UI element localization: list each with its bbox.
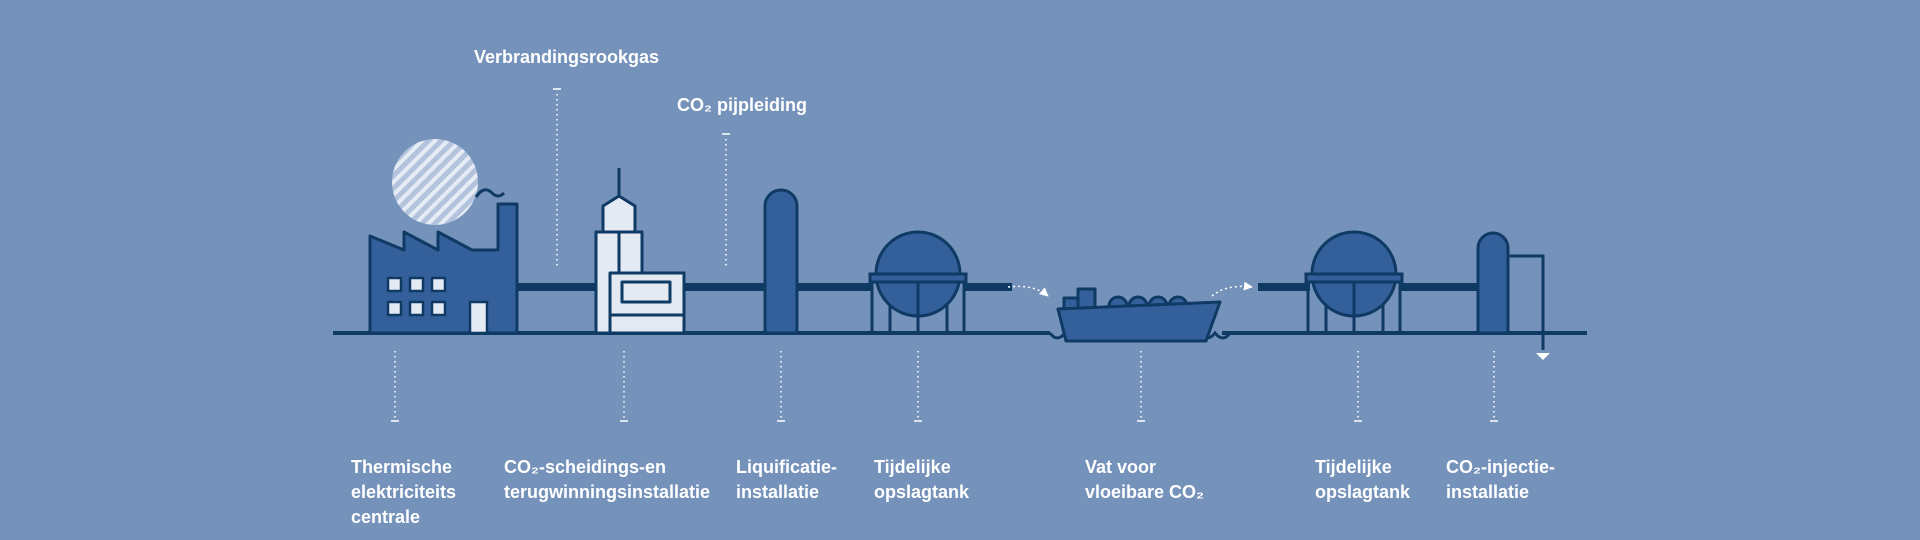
power-station-icon	[368, 202, 519, 335]
injection-arrow-down	[1536, 353, 1550, 360]
storage-tank-2-icon	[1304, 230, 1404, 333]
label-line: opslagtank	[874, 482, 970, 502]
label-injection-installation: CO₂-injectie- installatie	[1446, 455, 1555, 505]
label-line: terugwinningsinstallatie	[504, 482, 711, 502]
label-liquefaction-installation: Liquificatie- installatie	[736, 455, 837, 505]
label-line: Thermische	[351, 457, 453, 477]
label-line: installatie	[1446, 482, 1530, 502]
label-line: CO₂-injectie-	[1446, 457, 1556, 477]
top-leader-lines	[553, 88, 730, 268]
label-capture-installation: CO₂-scheidings-en terugwinningsinstallat…	[504, 455, 710, 505]
label-line: Vat voor	[1085, 457, 1157, 477]
label-ship: Vat voor vloeibare CO₂	[1085, 455, 1204, 505]
flue-gas-label: Verbrandingsrookgas	[474, 47, 660, 67]
label-line: centrale	[351, 507, 421, 527]
label-line: Tijdelijke	[874, 457, 951, 477]
stack-smoke-wisp	[474, 188, 506, 198]
label-storage-tank-2: Tijdelijke opslagtank	[1315, 455, 1410, 505]
label-line: Tijdelijke	[1315, 457, 1392, 477]
flow-arrow-to-ship	[1007, 285, 1049, 297]
liquefaction-column-icon	[763, 188, 799, 335]
capture-installation-icon	[594, 168, 686, 335]
injection-installation-icon	[1476, 231, 1550, 360]
label-line: vloeibare CO₂	[1085, 482, 1205, 502]
label-line: elektriciteits	[351, 482, 457, 502]
ship-icon	[1056, 287, 1222, 343]
label-line: Liquificatie-	[736, 457, 838, 477]
storage-tank-1-icon	[868, 230, 968, 333]
label-line: CO₂-scheidings-en	[504, 457, 667, 477]
label-power-station: Thermische elektriciteits centrale	[351, 455, 456, 530]
bottom-leader-lines	[391, 351, 1498, 422]
flow-arrow-from-ship	[1211, 281, 1253, 297]
smoke-cloud	[392, 139, 478, 225]
pipeline-label: CO₂ pijpleiding	[677, 95, 807, 115]
label-line: opslagtank	[1315, 482, 1411, 502]
label-storage-tank-1: Tijdelijke opslagtank	[874, 455, 969, 505]
label-line: installatie	[736, 482, 820, 502]
